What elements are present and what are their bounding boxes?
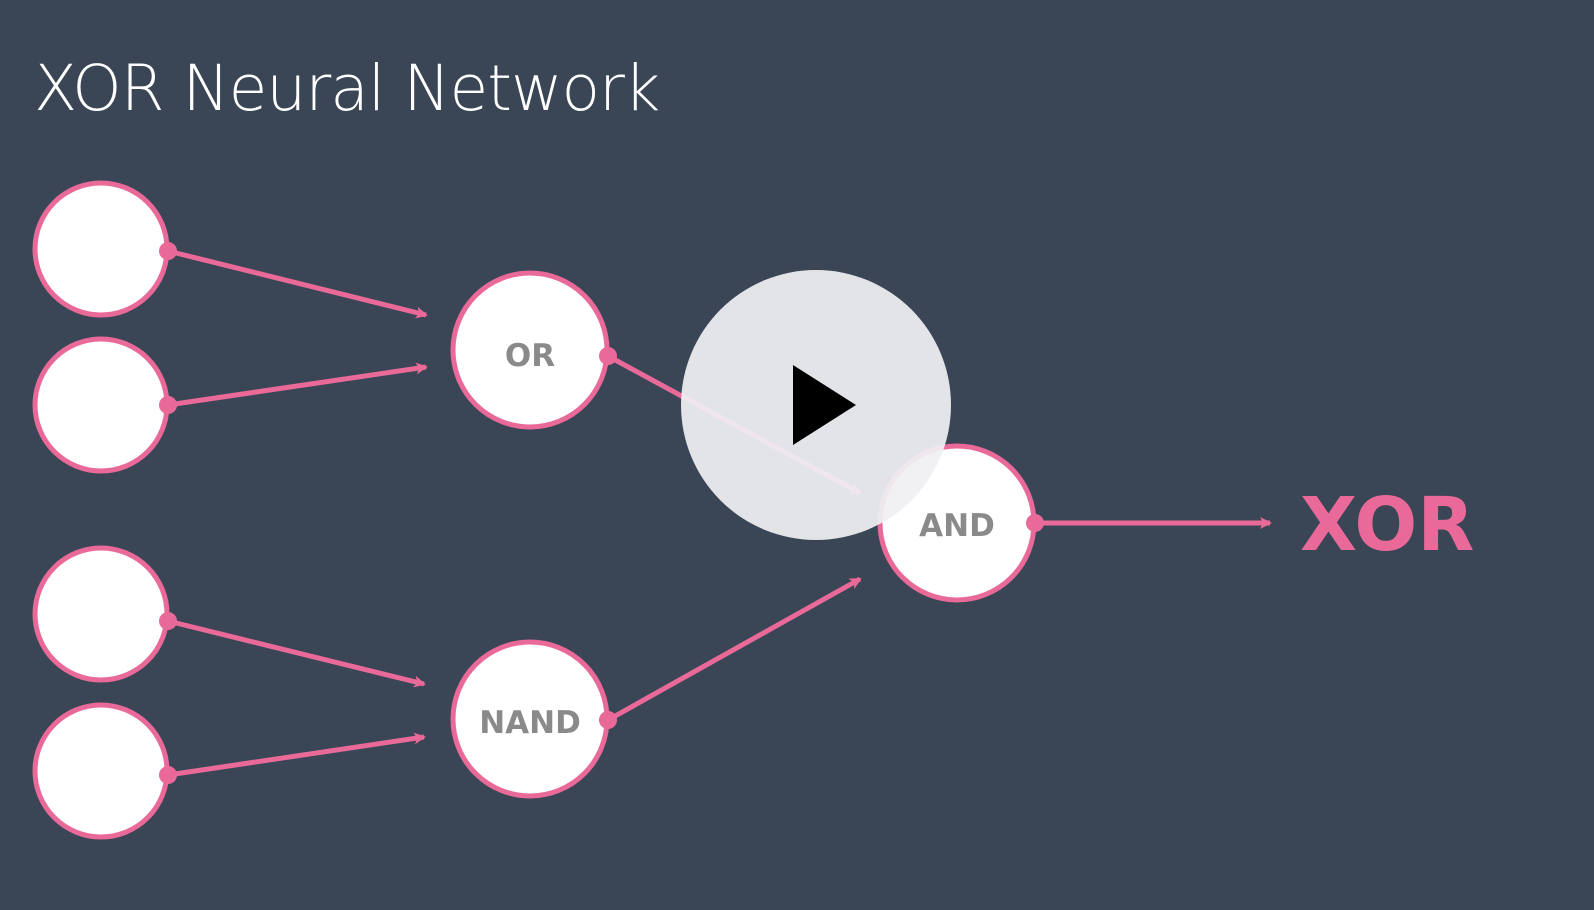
play-icon (793, 365, 856, 445)
edge-nand-and (606, 576, 862, 723)
dot-or (599, 347, 617, 365)
dot-input3 (159, 612, 177, 630)
dot-input1 (159, 242, 177, 260)
dot-and (1026, 514, 1044, 532)
and-node-label: AND (919, 508, 995, 544)
input-node-3 (32, 545, 170, 683)
dot-nand (599, 711, 617, 729)
edge-input2-or (167, 362, 428, 408)
edge-input3-nand (167, 618, 426, 688)
dot-input4 (159, 766, 177, 784)
play-button[interactable] (681, 270, 951, 540)
edge-input1-or (167, 248, 428, 319)
or-node-label: OR (505, 338, 555, 374)
hidden-layer: OR NAND (450, 270, 610, 799)
input-node-1 (32, 180, 170, 318)
input-node-2 (32, 336, 170, 474)
slide-title: XOR Neural Network (34, 52, 660, 125)
connection-dots (159, 242, 1044, 784)
input-layer (32, 180, 170, 840)
connections (167, 248, 1272, 778)
dot-input2 (159, 396, 177, 414)
nand-node-label: NAND (479, 705, 581, 741)
xor-output-label: XOR (1300, 482, 1474, 568)
input-node-4 (32, 702, 170, 840)
edge-input4-nand (167, 732, 426, 778)
